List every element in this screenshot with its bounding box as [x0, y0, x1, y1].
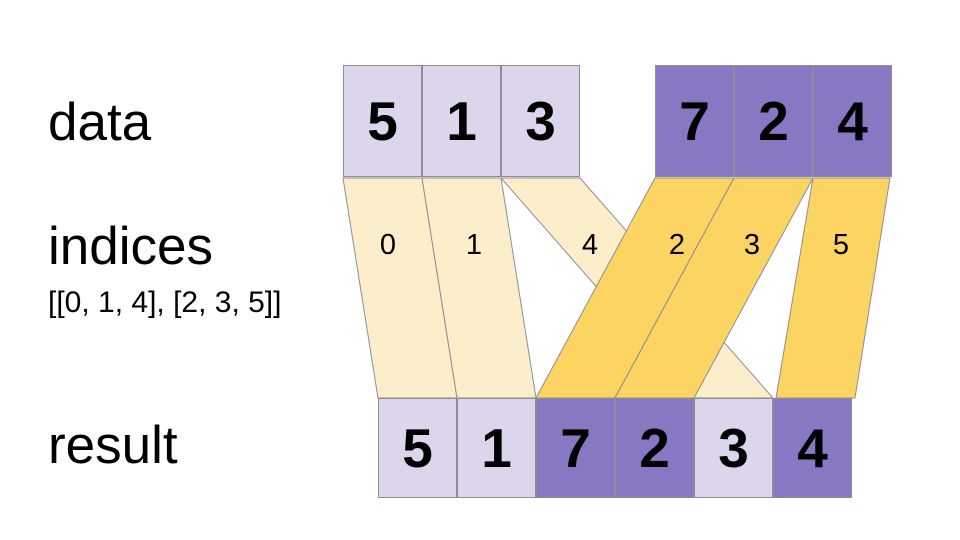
result-cell-0: 5 — [378, 398, 457, 498]
row-label-indices: indices — [48, 217, 213, 276]
result-cell-4: 3 — [694, 398, 773, 498]
result-cell-3: 2 — [615, 398, 694, 498]
data-cell-1-2: 4 — [813, 65, 892, 177]
row-label-data: data — [48, 93, 152, 152]
result-cell-1: 1 — [457, 398, 536, 498]
row-label-result: result — [48, 416, 178, 475]
result-cell-5: 4 — [773, 398, 852, 498]
data-cell-1-1: 2 — [734, 65, 813, 177]
indices-value-text: [[0, 1, 4], [2, 3, 5]] — [48, 286, 282, 319]
data-cell-1-0: 7 — [655, 65, 734, 177]
data-cell-0-2: 3 — [501, 65, 580, 177]
data-cell-0-1: 1 — [422, 65, 501, 177]
flow-index-5 — [775, 177, 891, 399]
result-cell-2: 7 — [536, 398, 615, 498]
data-cell-0-0: 5 — [343, 65, 422, 177]
